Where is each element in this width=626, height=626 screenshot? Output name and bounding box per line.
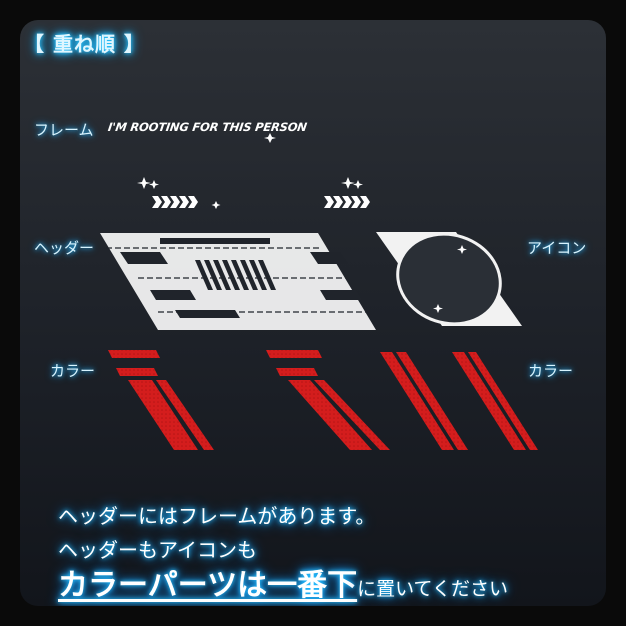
sparkle-icon	[341, 177, 355, 189]
label-header: ヘッダー	[34, 239, 95, 257]
color-part-4	[452, 352, 538, 450]
sparkle-icon	[211, 201, 221, 209]
header-part	[100, 233, 376, 330]
label-color-right: カラー	[528, 362, 574, 380]
sparkle-icon	[353, 180, 363, 189]
sparkle-icon	[149, 180, 159, 189]
layer-order-card: 【 重ね順 】 フレーム I'M ROOTING FOR THIS PERSON…	[20, 20, 606, 606]
label-frame: フレーム	[34, 121, 94, 139]
label-color-left: カラー	[50, 362, 96, 380]
note-tail: に置いてください	[357, 578, 508, 600]
chevron-row-left-icon	[152, 196, 198, 208]
sparkle-icon	[137, 177, 151, 189]
header-stripes	[195, 260, 276, 290]
label-icon: アイコン	[527, 239, 587, 257]
icon-part	[376, 232, 522, 326]
note-emphasis: カラーパーツは一番下	[58, 568, 358, 603]
sparkle-icon	[433, 304, 443, 313]
frame-decorations	[137, 133, 370, 209]
color-part-1	[108, 350, 214, 450]
chevron-row-right-icon	[324, 196, 370, 208]
color-part-2	[266, 350, 390, 450]
note-line-2: ヘッダーもアイコンも	[58, 538, 257, 562]
page-title: 【 重ね順 】	[24, 32, 145, 56]
parts-illustration	[100, 133, 538, 450]
note-line-3: カラーパーツは一番下に置いてください	[58, 560, 508, 604]
sparkle-icon	[457, 245, 467, 254]
sparkle-icon	[264, 133, 276, 143]
note-line-1: ヘッダーにはフレームがあります。	[58, 504, 376, 528]
color-part-3	[380, 352, 468, 450]
